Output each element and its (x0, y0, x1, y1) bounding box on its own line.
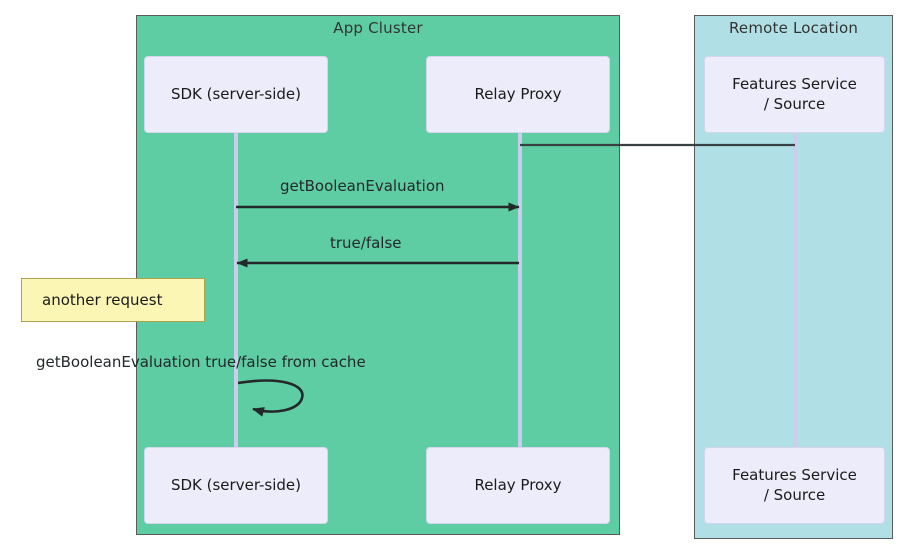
msg-label-get-boolean-evaluation: getBooleanEvaluation (280, 177, 445, 195)
participant-sdk-bottom[interactable]: SDK (server-side) (144, 447, 328, 524)
participant-features-bottom-label-line1: Features Service (732, 466, 857, 484)
lifeline-features (793, 132, 797, 450)
participant-relay-bottom-label: Relay Proxy (474, 475, 562, 494)
participant-relay-bottom[interactable]: Relay Proxy (426, 447, 610, 524)
note-another-request-label: another request (42, 291, 163, 309)
participant-sdk-top-label: SDK (server-side) (170, 84, 302, 103)
participant-features-top-label-line2: / Source (763, 94, 826, 113)
note-another-request[interactable]: another request (21, 278, 205, 322)
msg-label-self-loop-cache: getBooleanEvaluation true/false from cac… (36, 353, 366, 371)
participant-sdk-bottom-label: SDK (server-side) (170, 475, 302, 494)
participant-sdk-top[interactable]: SDK (server-side) (144, 56, 328, 133)
participant-features-top[interactable]: Features Service / Source (704, 56, 885, 133)
lifeline-relay (518, 132, 522, 450)
participant-features-bottom-label-line2: / Source (763, 485, 826, 504)
participant-relay-top-label: Relay Proxy (474, 84, 562, 103)
participant-features-top-label-line1: Features Service (732, 75, 857, 93)
lifeline-sdk (234, 132, 238, 450)
participant-relay-top[interactable]: Relay Proxy (426, 56, 610, 133)
msg-label-true-false: true/false (330, 234, 402, 252)
group-app-cluster-label: App Cluster (333, 19, 423, 37)
group-remote-location-label: Remote Location (728, 19, 859, 37)
participant-features-bottom[interactable]: Features Service / Source (704, 447, 885, 524)
